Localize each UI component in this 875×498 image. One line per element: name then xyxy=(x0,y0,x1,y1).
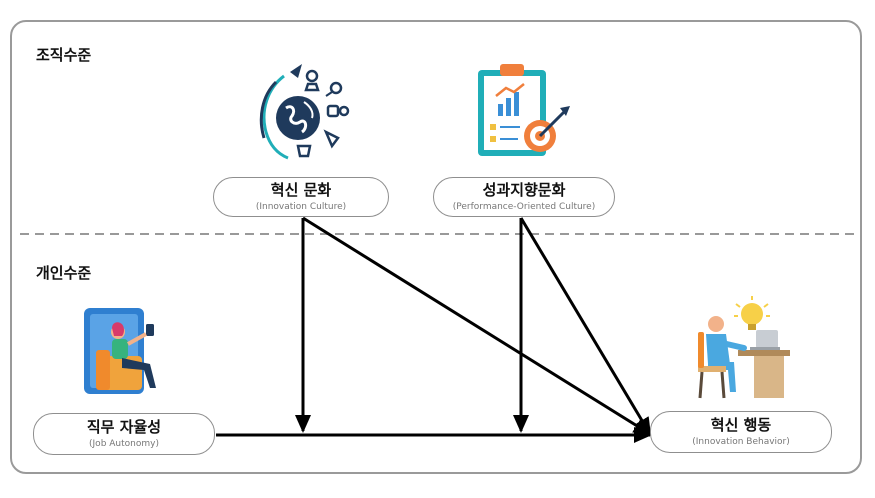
clipboard-target-icon xyxy=(478,64,570,156)
arrow-innovation-culture-to-behavior xyxy=(302,216,652,436)
node-job-autonomy-english: (Job Autonomy) xyxy=(89,439,159,449)
node-job-autonomy-label: 직무 자율성 xyxy=(86,418,162,436)
organizational-level-label: 조직수준 xyxy=(36,46,92,64)
node-innovation-culture: 혁신 문화 (Innovation Culture) xyxy=(213,177,389,217)
arrow-performance-culture-to-behavior xyxy=(519,217,652,436)
node-innovation-culture-english: (Innovation Culture) xyxy=(255,202,347,212)
node-performance-culture-english: (Performance-Oriented Culture) xyxy=(452,202,596,212)
globe-rocket-icon xyxy=(259,64,350,160)
node-innovation-culture-label: 혁신 문화 xyxy=(270,181,332,199)
person-phone-icon xyxy=(84,308,156,394)
person-desk-lightbulb-icon xyxy=(698,296,790,399)
diagram-frame xyxy=(10,20,862,474)
node-innovation-behavior: 혁신 행동 (Innovation Behavior) xyxy=(650,411,832,453)
individual-level-label: 개인수준 xyxy=(36,264,92,282)
node-innovation-behavior-english: (Innovation Behavior) xyxy=(692,437,790,447)
node-performance-culture-label: 성과지향문화 xyxy=(482,181,566,199)
node-performance-culture: 성과지향문화 (Performance-Oriented Culture) xyxy=(433,177,615,217)
node-job-autonomy: 직무 자율성 (Job Autonomy) xyxy=(33,413,215,455)
node-innovation-behavior-label: 혁신 행동 xyxy=(710,416,772,434)
